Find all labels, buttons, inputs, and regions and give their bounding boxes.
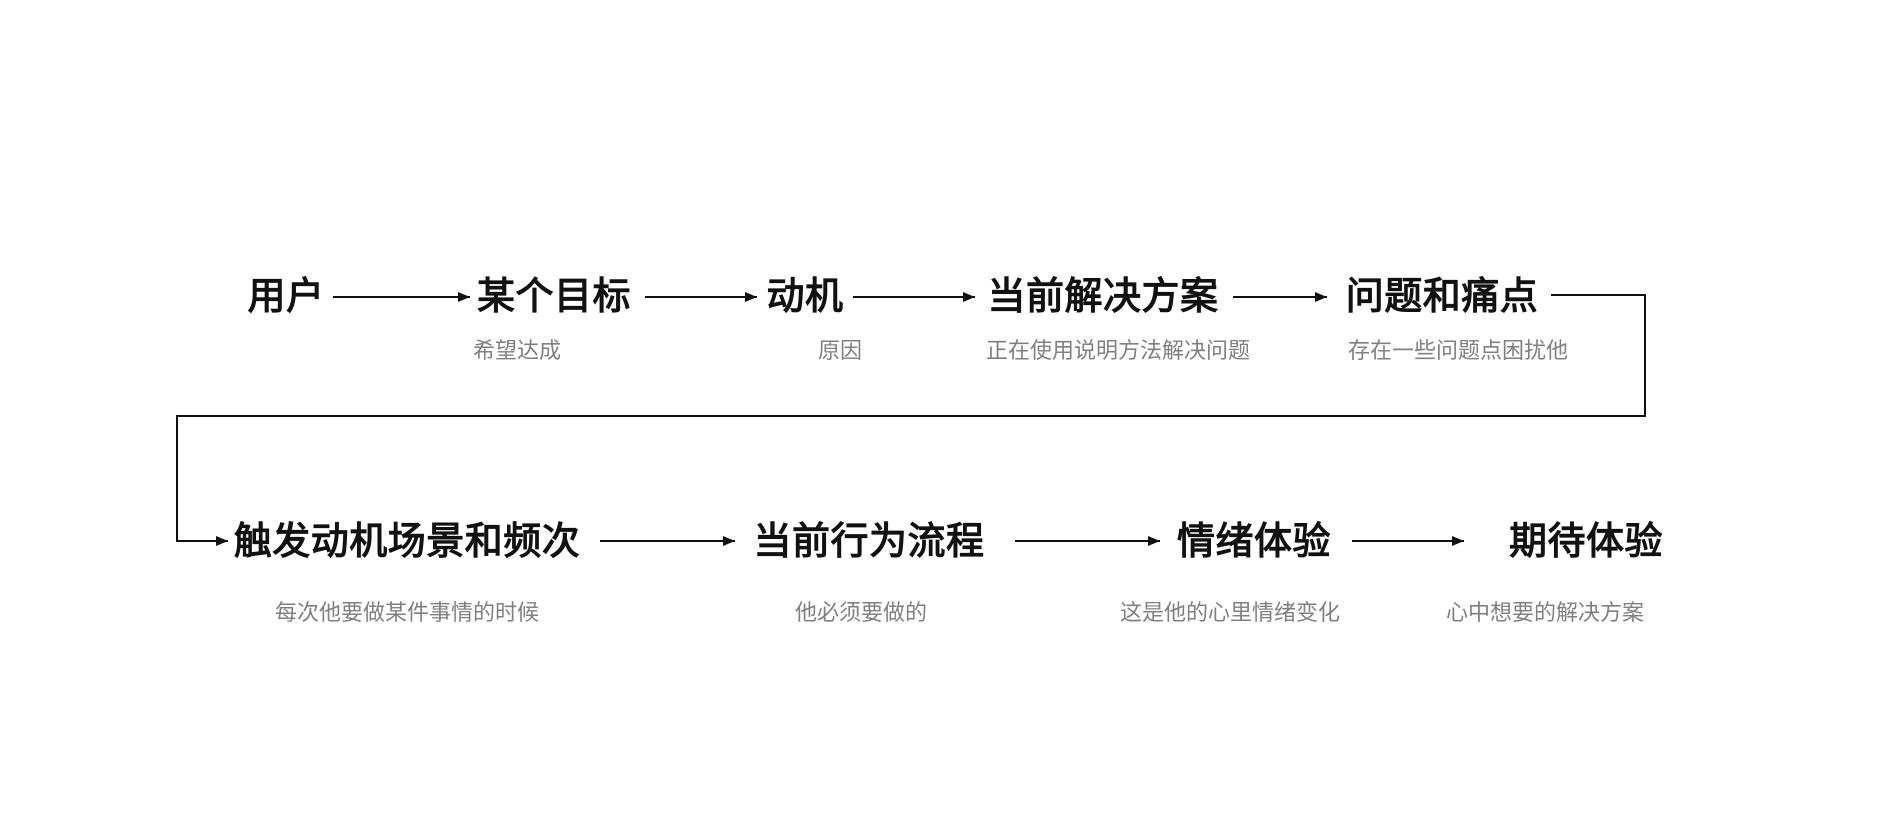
- node-trigger-scene: 触发动机场景和频次: [233, 519, 581, 563]
- node-behavior-flow: 当前行为流程: [753, 519, 985, 563]
- node-current-solution-description: 正在使用说明方法解决问题: [985, 339, 1251, 364]
- node-motivation: 动机: [766, 274, 844, 318]
- node-goal: 某个目标: [476, 274, 632, 318]
- node-painpoint-description: 存在一些问题点困扰他: [1347, 339, 1569, 364]
- node-behavior-flow-description: 他必须要做的: [794, 601, 928, 626]
- node-emotion-experience-description: 这是他的心里情绪变化: [1119, 601, 1341, 626]
- node-current-solution: 当前解决方案: [987, 274, 1219, 318]
- node-emotion-experience: 情绪体验: [1176, 519, 1332, 563]
- connector-painpoint-to-trigger: [176, 294, 1646, 546]
- node-trigger-scene-description: 每次他要做某件事情的时候: [274, 601, 540, 626]
- node-expected-experience-description: 心中想要的解决方案: [1445, 601, 1645, 626]
- node-painpoint: 问题和痛点: [1345, 274, 1539, 318]
- node-motivation-description: 原因: [817, 339, 863, 364]
- node-goal-description: 希望达成: [472, 339, 562, 364]
- node-expected-experience: 期待体验: [1508, 519, 1664, 563]
- node-user: 用户: [247, 274, 325, 318]
